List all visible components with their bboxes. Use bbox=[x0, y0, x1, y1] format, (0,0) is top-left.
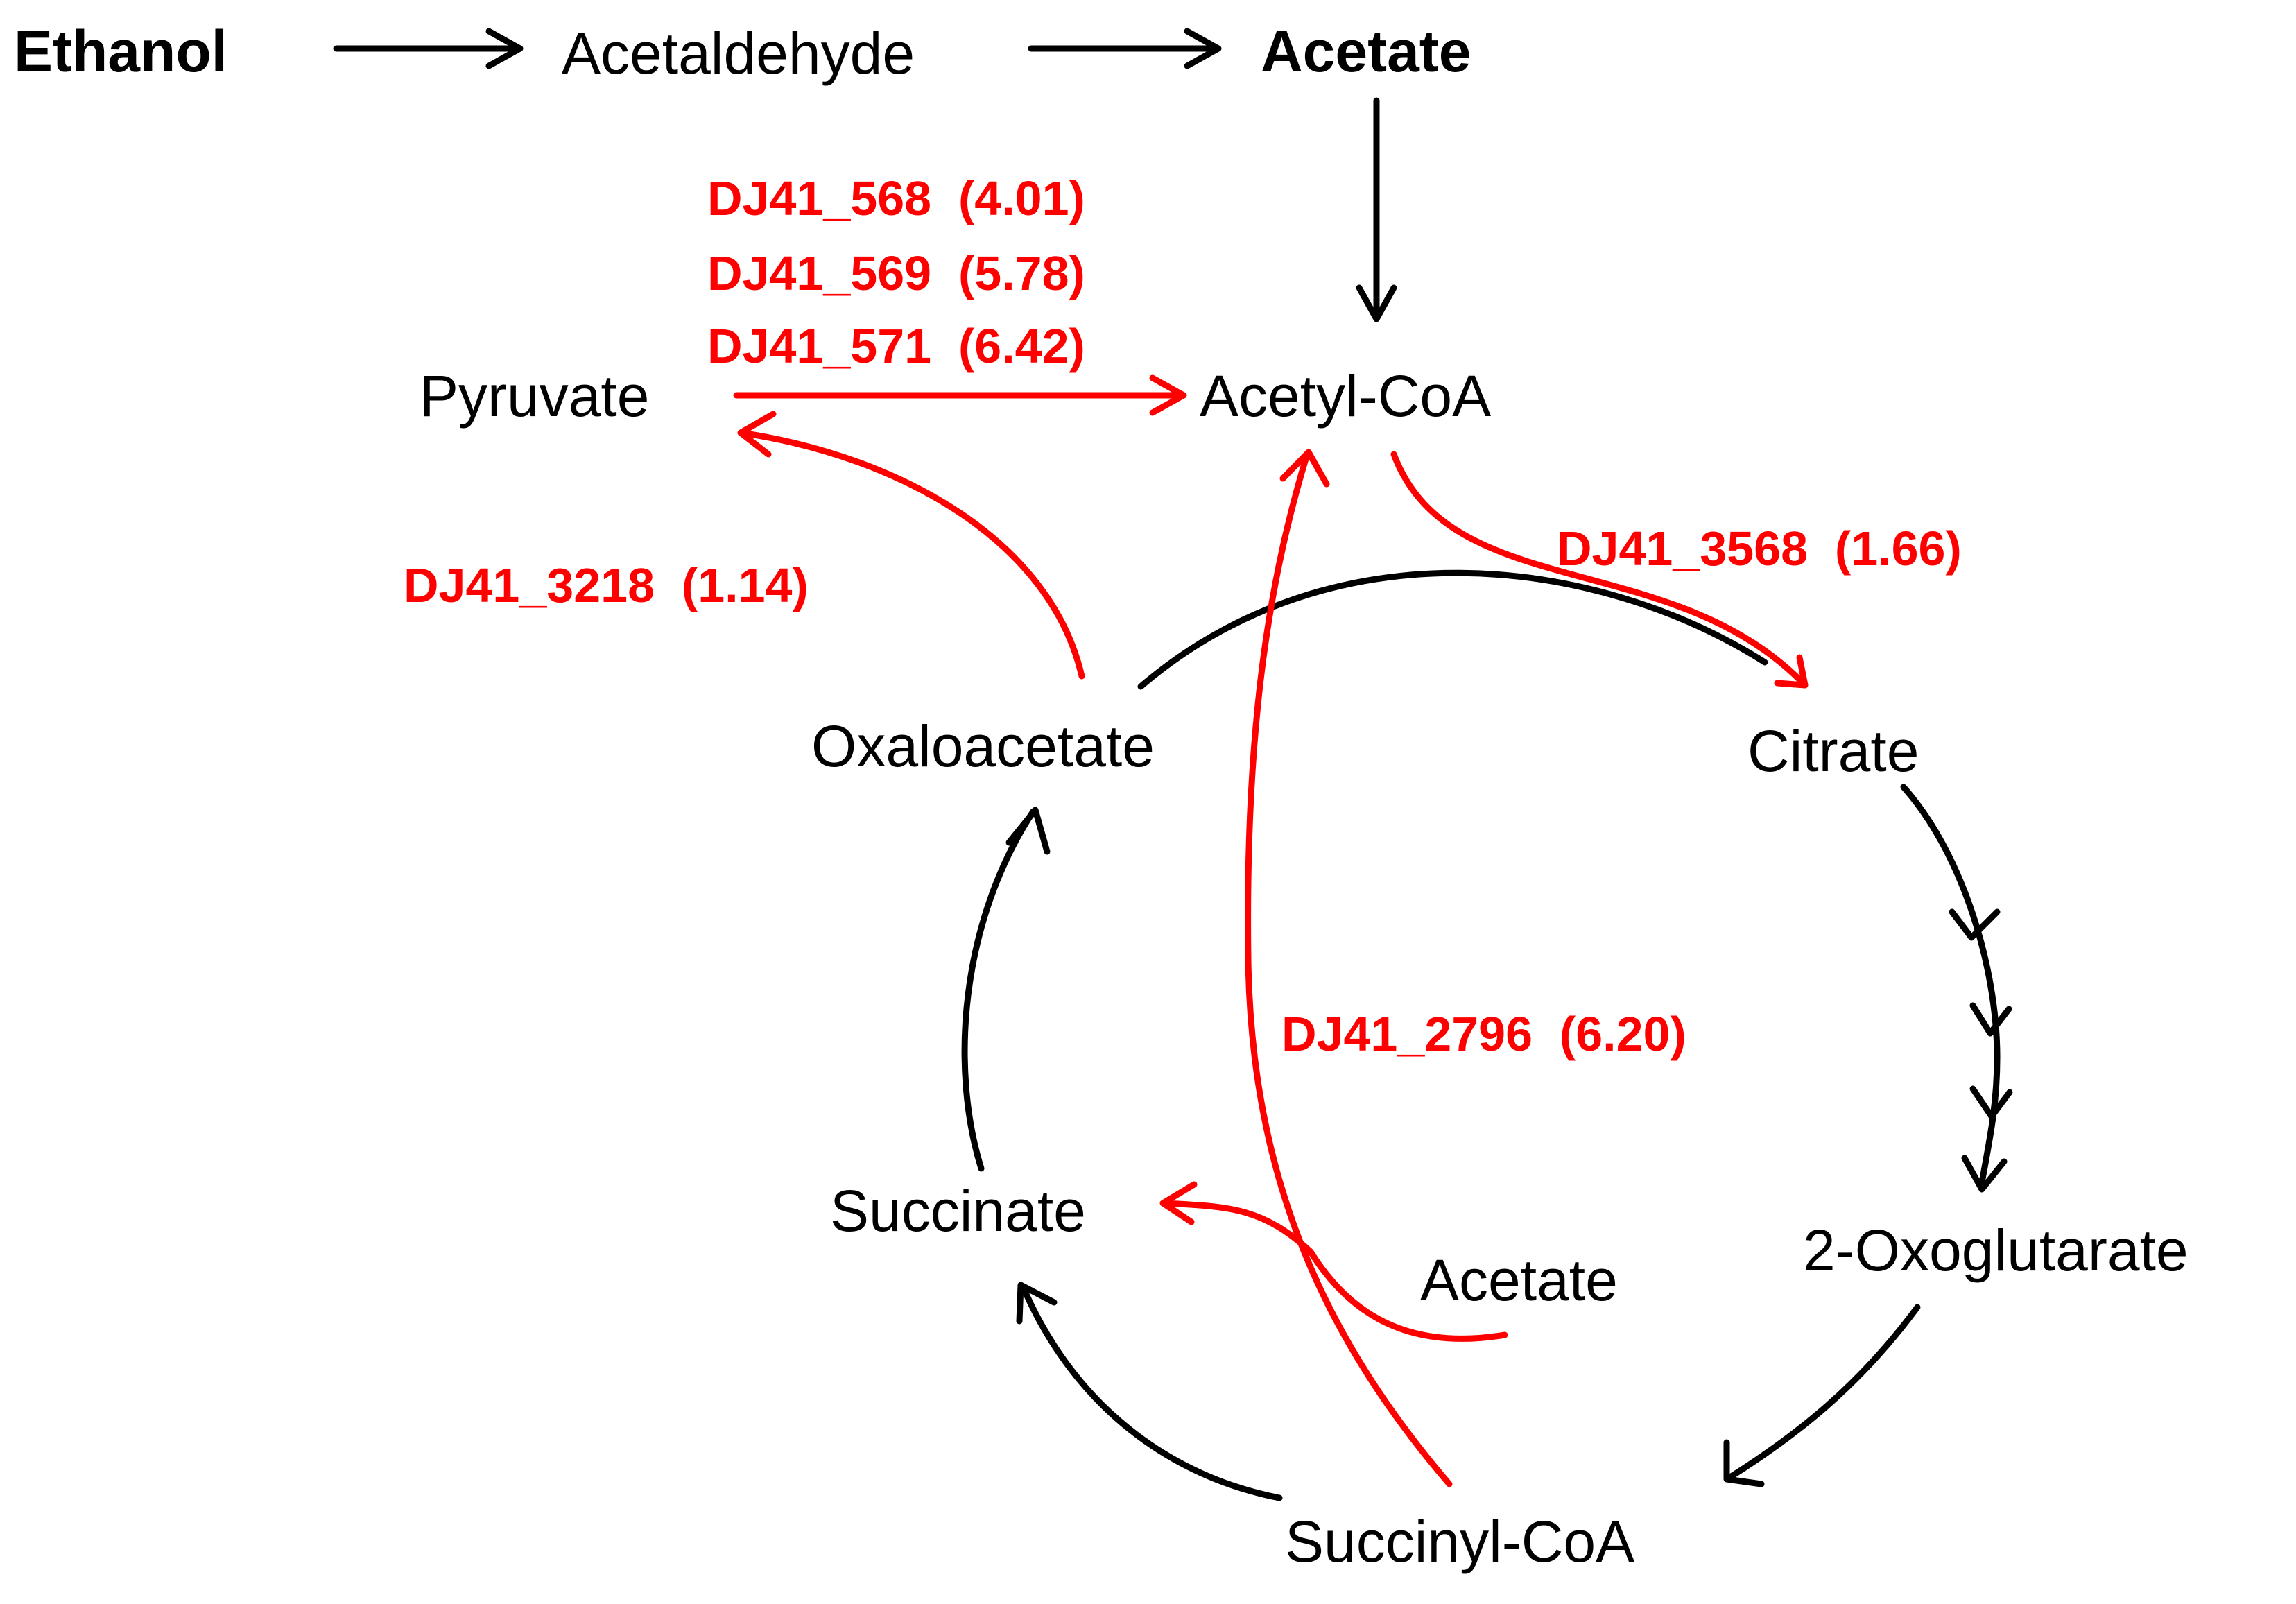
metabolite-labels: Ethanol Acetaldehyde Acetate Pyruvate Ac… bbox=[14, 19, 2189, 1574]
enzyme-dj41-3218: DJ41_3218 (1.14) bbox=[404, 558, 809, 612]
arrowhead-succinyl-coa bbox=[1723, 1439, 1765, 1487]
arc-acetyl-coa-to-citrate bbox=[1390, 451, 1806, 687]
arc-citrate-to-oxoglutarate bbox=[1900, 784, 2001, 1186]
arrowhead-pyruvate-to-acetyl-coa bbox=[1149, 374, 1187, 416]
arrowhead-citrate bbox=[1774, 654, 1809, 689]
enzyme-dj41-571: DJ41_571 (6.42) bbox=[707, 319, 1085, 373]
arrowhead-succinate-red bbox=[1159, 1181, 1198, 1225]
pathway-arrows bbox=[333, 28, 2013, 1501]
step-chevron-1 bbox=[1949, 908, 2001, 941]
arrowhead-oxaloacetate bbox=[1005, 807, 1051, 855]
step-chevron-3 bbox=[1969, 1085, 2013, 1120]
arrowhead-oxoglutarate bbox=[1961, 1155, 2008, 1193]
arc-oxaloacetate-to-citrate bbox=[1137, 569, 1768, 690]
label-citrate: Citrate bbox=[1747, 718, 1919, 784]
arrowhead-ethanol-to-acetaldehyde bbox=[485, 28, 524, 69]
label-pyruvate: Pyruvate bbox=[420, 363, 650, 429]
arc-oxoglutarate-to-succinyl-coa bbox=[1727, 1304, 1921, 1481]
step-chevron-2 bbox=[1969, 1002, 2012, 1037]
label-acetaldehyde: Acetaldehyde bbox=[562, 21, 915, 86]
label-ethanol: Ethanol bbox=[14, 19, 227, 84]
arrowhead-acetyl-coa bbox=[1279, 449, 1330, 488]
enzyme-dj41-568: DJ41_568 (4.01) bbox=[707, 171, 1085, 225]
arc-acetate-to-succinate bbox=[1162, 1200, 1508, 1342]
label-succinate: Succinate bbox=[830, 1178, 1086, 1243]
arrowhead-succinate bbox=[1016, 1282, 1058, 1325]
arc-succinyl-coa-to-succinate bbox=[1019, 1283, 1283, 1501]
label-acetate-cycle: Acetate bbox=[1420, 1248, 1618, 1313]
enzyme-dj41-2796: DJ41_2796 (6.20) bbox=[1281, 1007, 1686, 1061]
label-oxaloacetate: Oxaloacetate bbox=[811, 714, 1155, 779]
arrowhead-pyruvate bbox=[737, 411, 777, 458]
regulated-arrows bbox=[733, 374, 1809, 1487]
arrowhead-acetaldehyde-to-acetate bbox=[1184, 28, 1222, 69]
enzyme-dj41-569: DJ41_569 (5.78) bbox=[707, 246, 1085, 300]
arc-succinate-to-oxaloacetate bbox=[961, 808, 1037, 1172]
arrowhead-acetate-to-acetyl-coa bbox=[1356, 284, 1397, 322]
label-acetyl-coa: Acetyl-CoA bbox=[1200, 363, 1491, 429]
arc-oxaloacetate-to-pyruvate bbox=[742, 430, 1085, 680]
enzyme-dj41-3568: DJ41_3568 (1.66) bbox=[1557, 521, 1962, 576]
label-acetate-top: Acetate bbox=[1261, 19, 1471, 84]
label-oxoglutarate: 2-Oxoglutarate bbox=[1803, 1218, 2189, 1283]
enzyme-labels: DJ41_568 (4.01) DJ41_569 (5.78) DJ41_571… bbox=[404, 171, 1962, 1061]
arc-succinyl-coa-to-acetyl-coa bbox=[1245, 451, 1453, 1487]
label-succinyl-coa: Succinyl-CoA bbox=[1285, 1509, 1634, 1574]
